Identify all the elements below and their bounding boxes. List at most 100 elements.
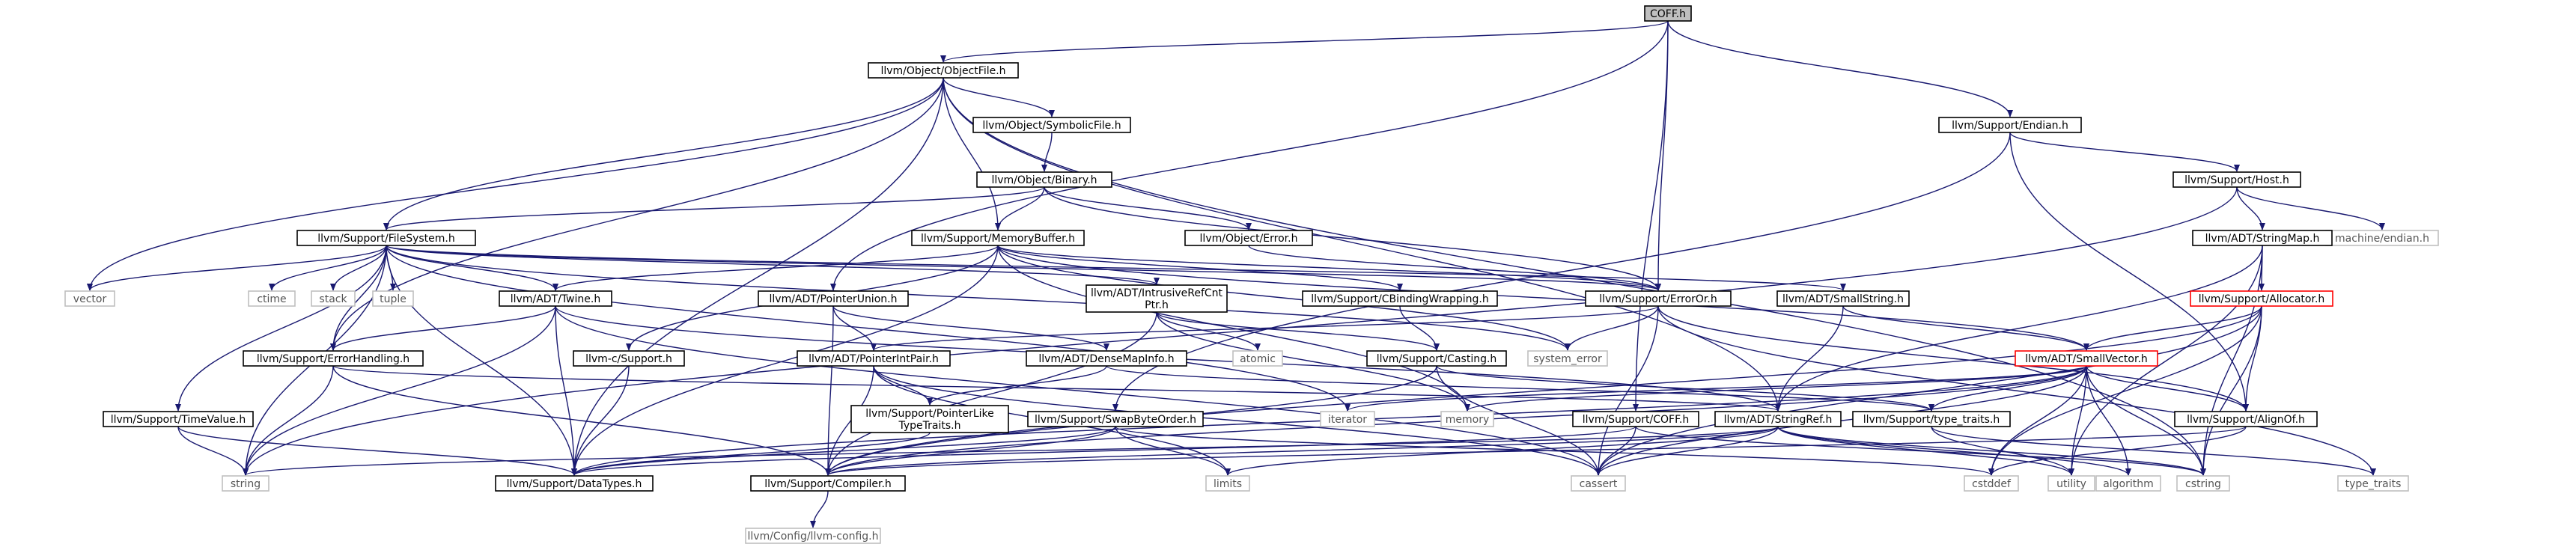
node-llvm-object-error-h[interactable]: llvm/Object/Error.h — [1184, 230, 1313, 246]
node-box — [972, 117, 1131, 133]
edge-erroror-to-pointerintpair — [871, 305, 1659, 351]
edge-errorhandling-to-stringref — [332, 365, 1781, 412]
node-llvm-support-type-traits-h[interactable]: llvm/Support/type_traits.h — [1852, 411, 2011, 427]
node-label: cstddef — [1972, 478, 2012, 490]
node-label: llvm/ADT/SmallString.h — [1782, 293, 1904, 305]
node-label: llvm/Support/AlignOf.h — [2187, 414, 2305, 426]
node-llvm-support-endian-h[interactable]: llvm/Support/Endian.h — [1938, 117, 2082, 133]
edge-stringref-to-string — [243, 426, 1779, 476]
node-box — [495, 475, 654, 492]
node-llvm-support-alignof-h[interactable]: llvm/Support/AlignOf.h — [2174, 411, 2318, 427]
edge-symbolicfile-to-binary — [1041, 132, 1053, 172]
node-llvm-adt-stringref-h[interactable]: llvm/ADT/StringRef.h — [1714, 411, 1842, 427]
node-box — [372, 290, 414, 307]
node-llvm-adt-pointerunion-h[interactable]: llvm/ADT/PointerUnion.h — [758, 290, 909, 307]
node-box — [750, 475, 906, 492]
edge-allocator-to-cstddef — [1988, 305, 2262, 476]
node-llvm-support-swapbyteorder-h[interactable]: llvm/Support/SwapByteOrder.h — [1027, 411, 1204, 427]
node-llvm-support-datatypes-h[interactable]: llvm/Support/DataTypes.h — [495, 475, 654, 492]
node-box — [1938, 117, 2082, 133]
edge-timevalue-to-datatypes — [177, 426, 577, 476]
edge-densemapinfo-to-ptrliketypetraits — [927, 365, 1107, 406]
node-llvm-c-support-h[interactable]: llvm-c/Support.h — [573, 350, 685, 367]
edge-alignof-to-cstddef — [1988, 426, 2247, 476]
node-llvm-object-binary-h[interactable]: llvm/Object/Binary.h — [976, 171, 1112, 188]
edge-stringref-to-algorithm — [1777, 426, 2131, 476]
node-box — [1184, 230, 1313, 246]
edge-endian-to-host — [2009, 132, 2240, 172]
edge-erroror-to-cassert — [1595, 305, 1659, 476]
node-box — [2190, 290, 2333, 307]
edge-swapbyteorder-to-datatypes — [571, 426, 1116, 476]
edge-casting-to-typetraitsh — [1436, 365, 1934, 412]
node-llvm-support-host-h[interactable]: llvm/Support/Host.h — [2172, 171, 2301, 188]
node-llvm-support-timevalue-h[interactable]: llvm/Support/TimeValue.h — [103, 411, 254, 427]
node-cstddef: cstddef — [1964, 475, 2019, 492]
node-llvm-support-allocator-h[interactable]: llvm/Support/Allocator.h — [2190, 290, 2333, 307]
node-label: limits — [1214, 478, 1242, 490]
edge-casting-to-cassert — [1436, 365, 1601, 476]
node-box — [2047, 475, 2095, 492]
edge-objerror-to-erroror — [1248, 245, 1661, 291]
edge-coff-to-supportcoff — [1633, 20, 1669, 412]
node-label: llvm/Support/ErrorHandling.h — [257, 353, 409, 365]
node-label: llvm/Support/Casting.h — [1377, 353, 1497, 365]
edge-objectfile-to-filesystem — [383, 77, 944, 230]
node-llvm-support-casting-h[interactable]: llvm/Support/Casting.h — [1366, 350, 1507, 367]
node-label: llvm/ADT/StringRef.h — [1724, 414, 1833, 426]
edge-layer — [87, 20, 2385, 528]
edge-alignof-to-compiler — [825, 426, 2247, 476]
edge-filesystem-to-iterator — [386, 245, 1351, 412]
node-label: llvm/Support/type_traits.h — [1863, 414, 2000, 426]
node-box — [1232, 350, 1283, 367]
edge-filesystem-to-vector — [87, 245, 387, 291]
node-label: llvm-c/Support.h — [585, 353, 672, 365]
node-llvm-adt-twine-h[interactable]: llvm/ADT/Twine.h — [499, 290, 612, 307]
node-coff-h[interactable]: COFF.h — [1644, 5, 1692, 22]
edge-smallvector-to-iterator — [1345, 365, 2087, 412]
edge-allocator-to-smallvector — [2083, 305, 2262, 351]
node-llvm-support-filesystem-h[interactable]: llvm/Support/FileSystem.h — [296, 230, 476, 246]
edge-stringmap-to-stringref — [1775, 245, 2263, 412]
node-llvm-support-cbindingwrapping-h[interactable]: llvm/Support/CBindingWrapping.h — [1302, 290, 1498, 307]
edge-stringref-to-cassert — [1595, 426, 1779, 476]
edge-timevalue-to-string — [177, 426, 249, 476]
edge-binary-to-memorybuffer — [995, 186, 1045, 230]
edge-stringmap-to-cstring — [2200, 245, 2263, 476]
node-llvm-adt-densemapinfo-h[interactable]: llvm/ADT/DenseMapInfo.h — [1026, 350, 1187, 367]
node-label: memory — [1446, 414, 1490, 426]
node-system-error: system_error — [1527, 350, 1608, 367]
edge-errorhandling-to-string — [243, 365, 334, 476]
edge-smallvector-to-typetraitsh — [1928, 365, 2087, 412]
edge-allocator-to-cstring — [2200, 305, 2262, 476]
node-box — [868, 62, 1019, 79]
edge-coff-to-objectfile — [940, 20, 1669, 63]
node-llvm-support-compiler-h[interactable]: llvm/Support/Compiler.h — [750, 475, 906, 492]
node-llvm-support-errorhandling-h[interactable]: llvm/Support/ErrorHandling.h — [243, 350, 424, 367]
edge-compiler-to-llvmconfig — [810, 490, 829, 528]
node-label: llvm/Config/llvm-config.h — [748, 531, 879, 543]
node-utility: utility — [2047, 475, 2095, 492]
node-llvm-support-coff-h[interactable]: llvm/Support/COFF.h — [1572, 411, 1699, 427]
node-label: llvm/Support/Allocator.h — [2199, 293, 2325, 305]
node-llvm-object-objectfile-h[interactable]: llvm/Object/ObjectFile.h — [868, 62, 1019, 79]
node-llvm-adt-smallstring-h[interactable]: llvm/ADT/SmallString.h — [1776, 290, 1910, 307]
node-llvm-support-erroror-h[interactable]: llvm/Support/ErrorOr.h — [1585, 290, 1732, 307]
node-label: atomic — [1240, 353, 1276, 365]
node-llvm-adt-pointerintpair-h[interactable]: llvm/ADT/PointerIntPair.h — [797, 350, 951, 367]
node-llvm-support-memorybuffer-h[interactable]: llvm/Support/MemoryBuffer.h — [911, 230, 1085, 246]
edge-filesystem-to-system_error — [386, 245, 1571, 351]
node-llvm-object-symbolicfile-h[interactable]: llvm/Object/SymbolicFile.h — [972, 117, 1131, 133]
edge-smallvector-to-memory — [1464, 365, 2087, 412]
node-llvm-adt-smallvector-h[interactable]: llvm/ADT/SmallVector.h — [2015, 350, 2158, 367]
edge-smallstring-to-stringref — [1775, 305, 1844, 412]
edge-twine-to-string — [243, 305, 556, 476]
edge-typetraitsh-to-type_traits — [1931, 426, 2376, 476]
node-box — [1366, 350, 1507, 367]
node-llvm-adt-stringmap-h[interactable]: llvm/ADT/StringMap.h — [2192, 230, 2333, 246]
node-iterator: iterator — [1320, 411, 1375, 427]
node-label: utility — [2056, 478, 2086, 490]
edge-coff-to-endian — [1667, 20, 2013, 117]
